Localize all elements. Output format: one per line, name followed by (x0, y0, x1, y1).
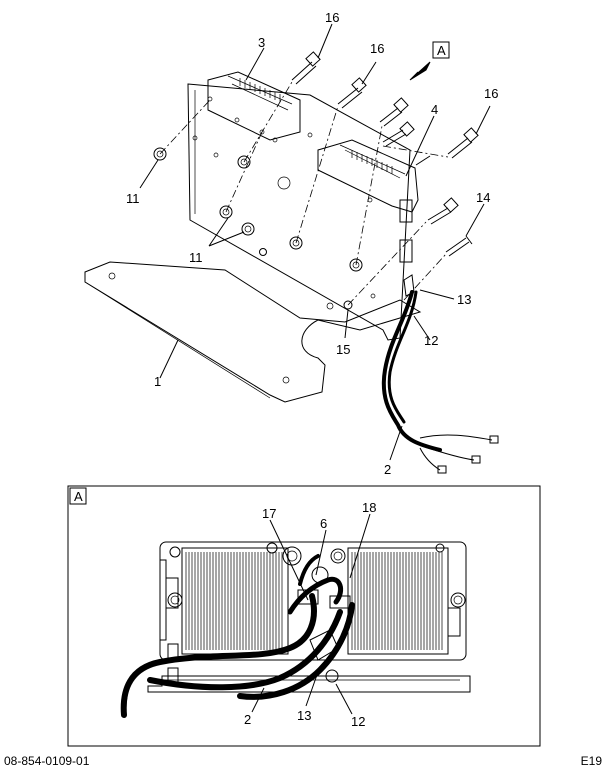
view-arrow (409, 61, 431, 81)
document-number: 08-854-0109-01 (4, 754, 90, 768)
nut-11 (153, 147, 363, 272)
callout-16c: 16 (484, 86, 498, 101)
detail-view-a: A (67, 485, 541, 747)
mounting-plate (187, 83, 411, 341)
callout-1: 1 (154, 374, 161, 389)
callout-6: 6 (320, 516, 327, 531)
controller-3 (207, 71, 301, 141)
bolts-16 (291, 51, 479, 225)
callout-16a: 16 (325, 10, 339, 25)
wire-harness (381, 290, 499, 474)
callout-view-a: A (437, 43, 446, 58)
nut-15 (343, 300, 353, 310)
callout-15: 15 (336, 342, 350, 357)
callout-14: 14 (476, 190, 490, 205)
view-a-box (432, 41, 450, 59)
callout-13: 13 (457, 292, 471, 307)
callout-12-detail: 12 (351, 714, 365, 729)
callout-2-detail: 2 (244, 712, 251, 727)
controller-4 (317, 139, 419, 213)
leader-lines (139, 23, 491, 461)
detail-frame (67, 485, 541, 747)
detail-plate (159, 541, 467, 661)
detail-label: A (74, 489, 83, 504)
page-code: E19 (580, 754, 602, 768)
callout-11b: 11 (189, 250, 203, 265)
detail-controller-left (165, 542, 302, 655)
detail-controller-right (330, 543, 466, 655)
detail-harness (120, 554, 355, 718)
callout-13-detail: 13 (297, 708, 311, 723)
assembly-lines (159, 81, 449, 306)
detail-label-box (69, 487, 87, 505)
detail-leader-lines (251, 513, 371, 715)
top-exploded-view: 16 3 16 A 16 4 11 11 14 13 12 15 1 2 (84, 10, 499, 477)
callout-2: 2 (384, 462, 391, 477)
callout-16b: 16 (370, 41, 384, 56)
callout-11a: 11 (126, 191, 140, 206)
detail-bracket (147, 675, 471, 693)
callout-18: 18 (362, 500, 376, 515)
callout-17: 17 (262, 506, 276, 521)
mounting-bracket (84, 261, 422, 403)
callout-3: 3 (258, 35, 265, 50)
callout-12: 12 (424, 333, 438, 348)
bolt-14 (445, 235, 473, 257)
callout-4: 4 (431, 102, 438, 117)
